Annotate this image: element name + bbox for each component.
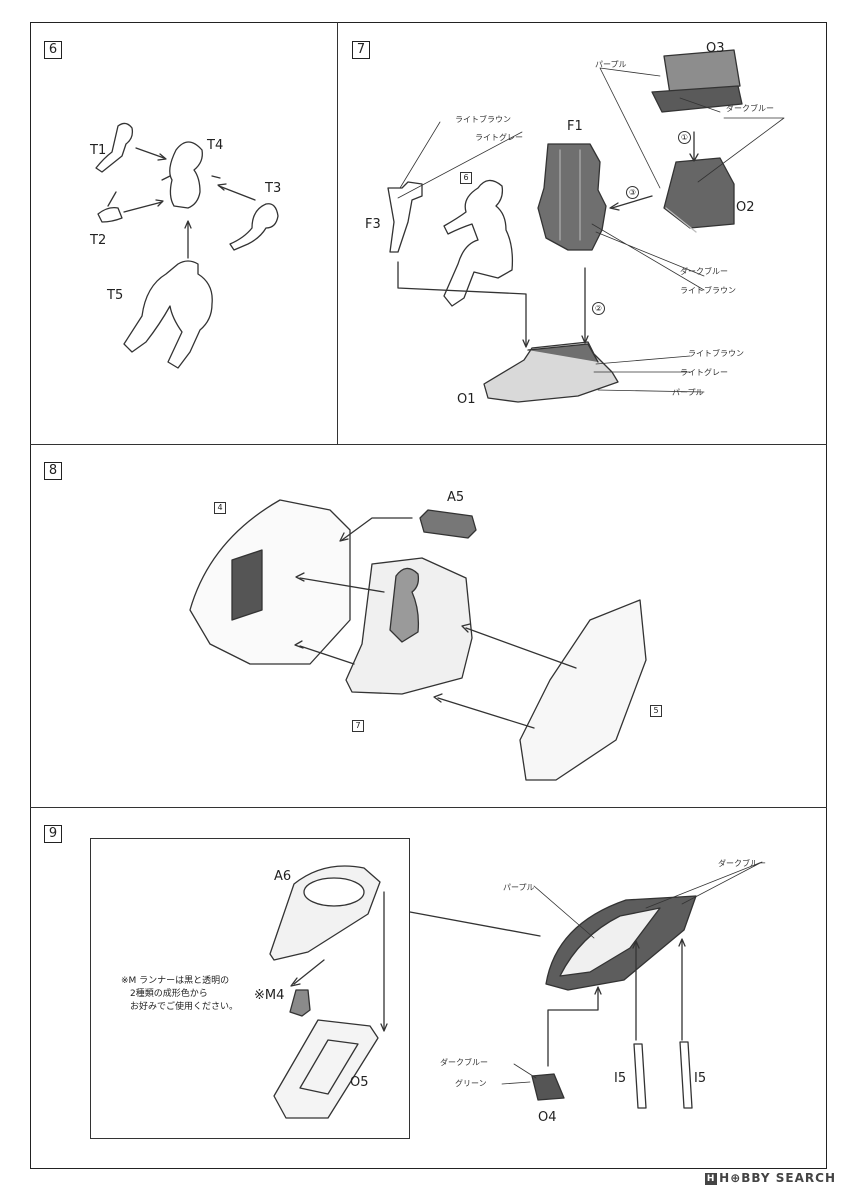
frame-o5 — [273, 1019, 379, 1119]
step-7-number: 7 — [352, 41, 370, 59]
color-note-darkblue-mid: ダークブルー — [680, 267, 728, 276]
label-m4: ※M4 — [254, 988, 285, 1003]
color-note-darkblue-step9-top: ダークブルー — [718, 859, 766, 868]
arrows-step6 — [123, 147, 256, 259]
ref-step-4-box: 4 — [214, 502, 226, 514]
assembly-o2-o3 — [651, 49, 743, 233]
pilot-figure-step7 — [443, 179, 514, 307]
part-a5 — [419, 509, 477, 539]
ref-step-5-box: 5 — [650, 705, 662, 717]
leader-lines-step9 — [501, 861, 763, 1085]
label-t5: T5 — [107, 288, 124, 303]
label-t1: T1 — [90, 143, 107, 158]
cockpit-shell-step9 — [545, 895, 697, 991]
parts-i5 — [633, 1041, 693, 1109]
label-t3: T3 — [265, 181, 282, 196]
clear-part-m4 — [289, 989, 311, 1017]
color-note-lightgray-low: ライトグレー — [680, 368, 728, 377]
label-f1: F1 — [567, 119, 583, 134]
watermark-logo-icon: H — [705, 1172, 718, 1185]
step-9-number: 9 — [44, 825, 62, 843]
order-3-badge: ③ — [626, 186, 639, 199]
arrows-step9 — [290, 891, 686, 1067]
label-o4: O4 — [538, 1110, 557, 1125]
ref-step-7-box: 7 — [352, 720, 364, 732]
arrows-step7 — [397, 131, 699, 348]
color-note-purple-step9: パープル — [503, 883, 535, 892]
color-note-lightbrown-mid: ライトブラウン — [680, 286, 736, 295]
label-i5-left: I5 — [614, 1071, 627, 1086]
canopy-inset-box — [90, 838, 410, 1139]
label-o5: O5 — [350, 1075, 369, 1090]
runner-m-note: ※M ランナーは黒と透明の 2種類の成形色から お好みでご使用ください。 — [121, 975, 238, 1014]
cockpit-seat-assembly — [345, 557, 473, 695]
control-stick-f3 — [387, 181, 423, 253]
color-note-lightbrown-top: ライトブラウン — [455, 115, 511, 124]
order-1-badge: ① — [678, 131, 691, 144]
step-6-number: 6 — [44, 41, 62, 59]
cockpit-right-shell — [519, 599, 647, 781]
label-o3: O3 — [706, 41, 725, 56]
ref-step-6-box: 6 — [460, 172, 472, 184]
color-note-purple-low: パープル — [672, 388, 704, 397]
color-note-lightgray-top: ライトグレー — [475, 133, 523, 142]
label-a6: A6 — [274, 869, 292, 884]
divider-row-2 — [30, 807, 827, 808]
part-o4 — [531, 1073, 565, 1101]
label-o2: O2 — [736, 200, 755, 215]
note-line-3: お好みでご使用ください。 — [130, 1002, 239, 1012]
seat-f1 — [537, 143, 607, 251]
leader-lines-step7 — [397, 67, 785, 393]
canopy-a6 — [269, 865, 381, 961]
color-note-darkblue-step9-low: ダークブルー — [440, 1058, 488, 1067]
note-line-2: 2種類の成形色から — [130, 989, 208, 999]
label-f3: F3 — [365, 217, 381, 232]
order-2-badge: ② — [592, 302, 605, 315]
color-note-lightbrown-low: ライトブラウン — [688, 349, 744, 358]
watermark-text: H⊕BBY SEARCH — [719, 1171, 836, 1185]
cockpit-left-shell — [189, 499, 351, 665]
label-a5: A5 — [447, 490, 465, 505]
label-o1: O1 — [457, 392, 476, 407]
note-line-1: ※M ランナーは黒と透明の — [121, 976, 230, 986]
arrows-step8 — [294, 517, 577, 729]
pilot-figure-step6 — [95, 122, 279, 369]
base-o1 — [483, 341, 619, 403]
label-t2: T2 — [90, 233, 107, 248]
color-note-darkblue-top: ダークブルー — [726, 104, 774, 113]
label-t4: T4 — [207, 138, 224, 153]
page-frame — [30, 22, 827, 1169]
divider-col — [337, 22, 338, 444]
color-note-purple-top: パープル — [595, 60, 627, 69]
color-note-green-step9: グリーン — [455, 1079, 487, 1088]
step-8-number: 8 — [44, 462, 62, 480]
divider-row-1 — [30, 444, 827, 445]
label-i5-right: I5 — [694, 1071, 707, 1086]
